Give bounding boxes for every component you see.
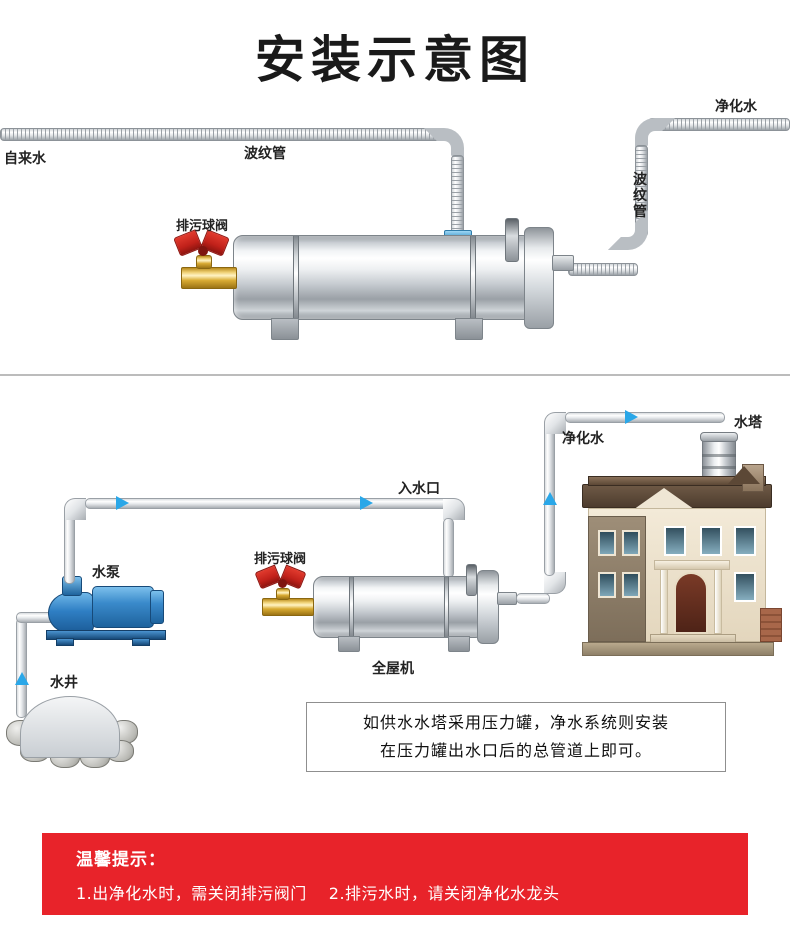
label-corrugated-pipe: 波纹管 — [244, 146, 286, 162]
arrow-tower-right — [625, 410, 638, 424]
filter-ring-top-b — [470, 236, 476, 319]
label-drain-ball-valve-bottom: 排污球阀 — [254, 552, 307, 567]
pipe-corner-tower-top — [544, 412, 566, 434]
filter-leg-bottom-right — [448, 636, 470, 652]
well-riser-pipe — [16, 618, 27, 718]
filter-cap-top — [524, 227, 554, 329]
pump-foot-right — [132, 638, 150, 646]
house-window-8 — [734, 572, 756, 602]
arrow-pipe-2 — [360, 496, 373, 510]
section-divider — [0, 374, 790, 376]
filter-unit-top — [233, 235, 533, 320]
house-turret-roof — [728, 466, 760, 484]
pipe-down-to-filter — [443, 518, 454, 578]
tank-band-1 — [702, 454, 736, 457]
filter-outlet-port-bottom — [497, 592, 517, 605]
tips-item-2: 2.排污水时，请关闭净化水龙头 — [328, 884, 560, 903]
filter-ring-bottom-b — [444, 577, 449, 637]
filter-cap-bottom — [477, 570, 499, 644]
water-tower-tank-top — [700, 432, 738, 442]
label-well: 水井 — [50, 675, 78, 691]
top-diagram: 自来水 波纹管 净化水 波纹管 排污球阀 — [0, 99, 790, 370]
arrow-riser-up — [543, 492, 557, 505]
house-brick-wall — [760, 608, 782, 642]
note-box: 如供水水塔采用压力罐，净水系统则安装 在压力罐出水口后的总管道上即可。 — [306, 702, 726, 772]
pipe-corner-riser — [544, 572, 566, 594]
house-window-2 — [622, 530, 640, 556]
label-water-pump: 水泵 — [92, 565, 120, 581]
drain-valve-body-top — [181, 267, 237, 289]
pump-volute — [48, 592, 94, 634]
label-purified-water-bottom: 净化水 — [562, 431, 604, 447]
filter-leg-top-left — [271, 318, 299, 340]
house-roof-ridge — [588, 476, 766, 486]
tips-banner: 温馨提示： 1.出净化水时，需关闭排污阀门 2.排污水时，请关闭净化水龙头 — [42, 833, 748, 915]
house-door — [674, 572, 708, 634]
house-portico-column-right — [714, 568, 722, 634]
house-window-7 — [622, 572, 640, 598]
pump-motor — [92, 586, 154, 628]
house-window-3 — [664, 526, 686, 556]
label-purified-water-top: 净化水 — [715, 99, 757, 115]
arrow-well-up — [15, 672, 29, 685]
pipe-filter-to-riser — [516, 593, 550, 604]
pipe-corner-pump-top — [64, 498, 86, 520]
page-title: 安装示意图 — [255, 31, 535, 89]
drain-valve-neck-top — [196, 255, 212, 269]
pump-motor-end — [150, 590, 164, 624]
house-portico-column-left — [660, 568, 668, 634]
house-window-1 — [598, 530, 616, 556]
drain-valve-body-bottom — [262, 598, 314, 616]
filter-leg-top-right — [455, 318, 483, 340]
pump-foot-left — [56, 638, 74, 646]
house-window-6 — [598, 572, 616, 598]
outlet-hose-bottom — [568, 263, 638, 276]
house-window-5 — [734, 526, 756, 556]
label-drain-ball-valve-top: 排污球阀 — [176, 219, 229, 234]
tips-title: 温馨提示： — [76, 850, 166, 870]
tips-item-1: 1.出净化水时，需关闭排污阀门 — [76, 884, 307, 903]
inlet-hose-horizontal — [0, 128, 440, 141]
drain-valve-neck-bottom — [276, 588, 290, 600]
pipe-corner-filter-top — [443, 498, 465, 520]
pipe-top-to-tower — [565, 412, 725, 423]
label-inlet: 入水口 — [398, 481, 440, 497]
well-cap — [20, 696, 120, 758]
house-foundation — [582, 642, 774, 656]
filter-outlet-port-top — [552, 255, 574, 271]
house — [578, 464, 782, 668]
filter-ring-bottom-a — [349, 577, 354, 637]
filter-leg-bottom-left — [338, 636, 360, 652]
label-whole-house-machine: 全屋机 — [372, 661, 414, 677]
filter-ring-top-a — [293, 236, 299, 319]
bottom-diagram: 水井 水泵 入水口 全屋机 — [0, 380, 790, 800]
house-window-4 — [700, 526, 722, 556]
note-line-2: 在压力罐出水口后的总管道上即可。 — [379, 741, 652, 760]
drain-valve-handle-bottom — [254, 564, 282, 590]
inlet-hose-vertical — [451, 155, 464, 235]
label-tap-water: 自来水 — [4, 151, 46, 167]
filter-gauge-top — [505, 218, 519, 262]
note-line-1: 如供水水塔采用压力罐，净水系统则安装 — [362, 713, 669, 732]
tips-lines: 1.出净化水时，需关闭排污阀门 2.排污水时，请关闭净化水龙头 — [76, 880, 748, 904]
filter-unit-bottom — [313, 576, 485, 638]
label-corrugated-pipe-vertical: 波纹管 — [633, 172, 647, 220]
tank-band-2 — [702, 466, 736, 469]
drain-valve-pivot-top — [198, 246, 208, 256]
pipe-to-filter-top — [85, 498, 455, 509]
filter-gauge-bottom — [466, 564, 477, 596]
label-water-tower: 水塔 — [734, 415, 762, 431]
arrow-pipe-1 — [116, 496, 129, 510]
house-portico-roof — [654, 560, 730, 570]
outlet-hose-elbow-bottom — [608, 210, 648, 250]
drain-valve-pivot-bottom — [278, 579, 287, 588]
pump-base — [46, 630, 166, 640]
